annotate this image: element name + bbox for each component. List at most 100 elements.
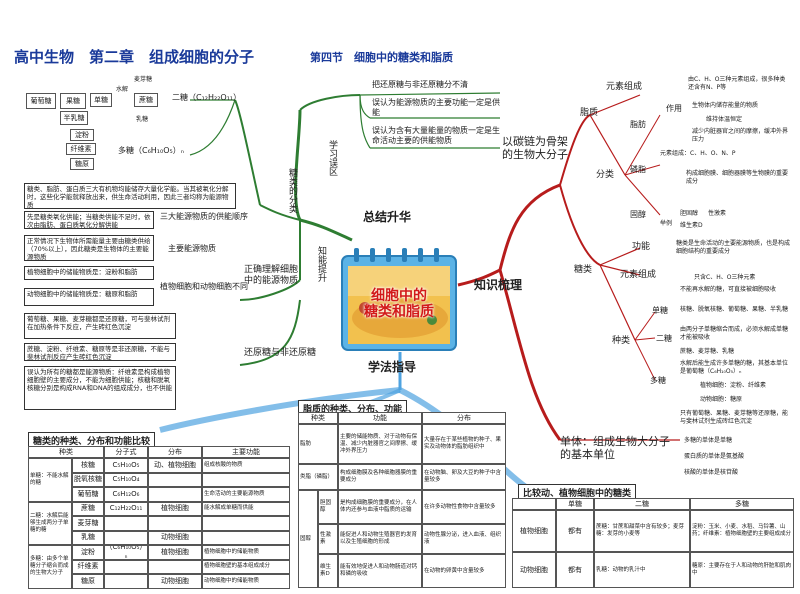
center-title: 细胞中的 糖类和脂质 (340, 288, 458, 320)
sugar-item-distribution: 动、植物细胞 (148, 458, 202, 473)
knowledge-kinds: 种类 (612, 336, 631, 346)
sugar-item-formula (104, 574, 148, 589)
misconception-item-1: 把还原糖与非还原糖分不清 (372, 80, 468, 89)
lipid-row-distribution: 在动物的卵黄中含量较多 (422, 554, 506, 588)
knowledge-poly-desc-1: 水解后能生成许多单糖的糖，其基本单位是葡萄糖（C₆H₁₀O₅）ₙ (680, 360, 789, 375)
sugar-item-function: 生命活动的主要能源物质 (202, 487, 290, 502)
sugar-item-function: 植物细胞壁的基本组成成分 (202, 559, 290, 574)
extend-energy-label: 正确理解细胞中的能源物质 (244, 265, 299, 286)
knowledge-mono: 单糖 (652, 306, 668, 315)
lipid-sterol-group: 固醇 (298, 490, 318, 588)
sugar-item-formula: C₆H₁₂O₆ (104, 487, 148, 502)
sugar-poly-formula: 多糖（C₆H₁₀O₅）ₙ (118, 146, 184, 155)
lipid-header-distribution: 分布 (422, 412, 506, 424)
calendar-icon (341, 248, 457, 351)
knowledge-lipid-element: 元素组成 (606, 82, 643, 92)
sugar-item-formula: （C₆H₁₀O₅）ₙ (104, 545, 148, 560)
lipid-header-kind: 种类 (298, 412, 338, 424)
sugar-lactose: 乳糖 (136, 116, 149, 123)
note-misconception-energy: 误认为所有的糖都是能源物质：纤维素是构成植物细胞壁的主要成分，不能为细胞供能；核… (24, 366, 176, 410)
sugar-item-distribution: 动物细胞 (148, 574, 202, 589)
sugar-item-formula (104, 516, 148, 531)
knowledge-fat-func-3: 减少内脏器官之间的摩擦，缓冲外界压力 (692, 128, 789, 143)
extend-three-energy: 三大能源物质的供能顺序 (160, 212, 248, 221)
sugar-item-distribution (148, 559, 202, 574)
lipid-row-kind: 性激素 (318, 524, 338, 554)
sugar-galactose: 半乳糖 (60, 111, 88, 125)
compare-cell: 蔗糖：甘蔗和甜菜中含有较多；麦芽糖：发芽的小麦等 (594, 510, 690, 552)
branch-summary: 总结升华 (363, 210, 412, 224)
sugar-item-name: 蔗糖 (72, 501, 104, 516)
extend-main-energy: 主要能源物质 (168, 244, 216, 253)
compare-header: 单糖 (556, 498, 594, 510)
compare-header (512, 498, 556, 510)
sugar-header-distribution: 分布 (148, 446, 202, 458)
sugar-starch: 淀粉 (70, 129, 94, 141)
sugar-item-function: 组成核酸的物质 (202, 458, 290, 473)
sugar-group-name: 多糖：由多个单糖分子缩合而成的生物大分子 (28, 545, 72, 589)
lipid-row-function: 能促进人和动物生殖器官的发育以及生殖细胞的形成 (338, 524, 422, 554)
sugar-disaccharide-formula: 二糖（C₁₂H₂₂O₁₁） (172, 93, 242, 102)
sugar-item-name: 糖原 (72, 574, 104, 589)
knowledge-fat-func-1: 生物体内储存能量的物质 (692, 102, 759, 109)
note-non-reducing: 蔗糖、淀粉、纤维素、糖原等是非还原糖，不能与斐林试剂反应产生砖红色沉淀 (24, 343, 176, 361)
lipid-row-distribution: 在动物脑、卵及大豆的种子中含量较多 (422, 464, 506, 490)
page-title: 高中生物 第二章 组成细胞的分子 (14, 48, 255, 66)
sugar-item-function (202, 530, 290, 545)
lipid-row-distribution: 动物性腺分泌，进入血液、组织液 (422, 524, 506, 554)
compare-header: 多糖 (690, 498, 794, 510)
compare-cell: 淀粉：玉米、小麦、水稻、马铃薯、山药；纤维素：植物细胞壁的主要组成成分 (690, 510, 794, 552)
sugar-maltose: 麦芽糖 (134, 76, 153, 83)
sugar-item-name: 麦芽糖 (72, 516, 104, 531)
knowledge-monomer-3: 核酸的单体是核苷酸 (684, 469, 739, 476)
sugar-fructose: 果糖 (60, 93, 86, 109)
sugar-item-distribution: 植物细胞 (148, 545, 202, 560)
lipid-row-function: 是构成细胞膜的重要成分，在人体内还参与血液中脂质的运输 (338, 490, 422, 524)
lipid-row-kind: 脂肪 (298, 424, 338, 464)
sugar-item-formula (104, 559, 148, 574)
knowledge-sterol-example: 举例 (660, 220, 673, 227)
lipid-row-kind: 维生素D (318, 554, 338, 588)
sugar-item-name: 葡萄糖 (72, 487, 104, 502)
knowledge-classify: 分类 (596, 170, 615, 180)
knowledge-sugar-function: 功能 (632, 242, 651, 252)
knowledge-sugar-func-desc: 糖类是生命活动的主要能源物质，也是构成细胞结构的重要成分 (676, 240, 791, 255)
knowledge-mono-desc-2: 核糖、脱氧核糖、葡萄糖、果糖、半乳糖 (680, 306, 789, 313)
sugar-item-formula: C₅H₁₀O₄ (104, 472, 148, 487)
knowledge-sugar-element: 元素组成 (620, 270, 657, 280)
knowledge-lipid-element-desc: 由C、H、O三种元素组成，很多种类还含有N、P等 (688, 76, 786, 91)
sugar-header-formula: 分子式 (104, 446, 148, 458)
lipid-row-kind: 类脂（磷脂） (298, 464, 338, 490)
lipid-table: 种类功能分布脂肪主要的储能物质、对于动物有保温、减少内脏器官之间摩擦、缓冲外界压… (298, 412, 506, 588)
knowledge-sterol-3: 维生素D (680, 222, 703, 229)
branch-misconception: 学习误区 (327, 140, 337, 176)
sugar-header-function: 主要功能 (202, 446, 290, 458)
sugar-item-distribution (148, 516, 202, 531)
knowledge-phospho-func-2: 构成细胞膜、细胞器膜等生物膜的重要成分 (686, 170, 789, 185)
knowledge-sugar-element-desc: 只含C、H、O三种元素 (694, 274, 756, 281)
knowledge-monomer: 单体：组成生物大分子的基本单位 (560, 435, 670, 461)
sugar-item-function (202, 516, 290, 531)
knowledge-sterol: 固醇 (630, 210, 646, 219)
sugar-item-distribution: 动物细胞 (148, 530, 202, 545)
sugar-item-function (202, 472, 290, 487)
note-reducing-sugar: 葡萄糖、果糖、麦芽糖都是还原糖，可与斐林试剂在加热条件下反应，产生砖红色沉淀 (24, 313, 176, 339)
center-title-line1: 细胞中的 (371, 288, 427, 304)
knowledge-sterol-1: 胆固醇 (680, 210, 699, 217)
branch-knowledge: 知识梳理 (474, 278, 523, 292)
compare-cell: 乳糖：动物的乳汁中 (594, 552, 690, 588)
lipid-row-distribution: 在许多动物性食物中含量较多 (422, 490, 506, 524)
knowledge-poly: 多糖 (650, 376, 666, 385)
sugar-glucose: 葡萄糖 (26, 93, 56, 109)
knowledge-di-desc-2: 蔗糖、麦芽糖、乳糖 (680, 348, 735, 355)
knowledge-monomer-2: 蛋白质的单体是氨基酸 (684, 453, 745, 460)
knowledge-di: 二糖 (656, 334, 672, 343)
sugar-hydrolysis: 水解 (116, 86, 129, 93)
knowledge-fat: 脂肪 (630, 120, 646, 129)
note-plant-storage: 植物细胞中的储能物质是：淀粉和脂肪 (24, 266, 154, 280)
misconception-item-3: 误认为含有大量能量的物质一定是生命活动主要的供能物质 (372, 126, 500, 145)
knowledge-only-note: 只有葡萄糖、果糖、麦芽糖等还原糖，能与斐林试剂生成砖红色沉淀 (680, 410, 789, 425)
knowledge-sterol-2: 性激素 (708, 210, 727, 217)
knowledge-poly-desc-2: 植物细胞：淀粉、纤维素 (700, 382, 767, 389)
